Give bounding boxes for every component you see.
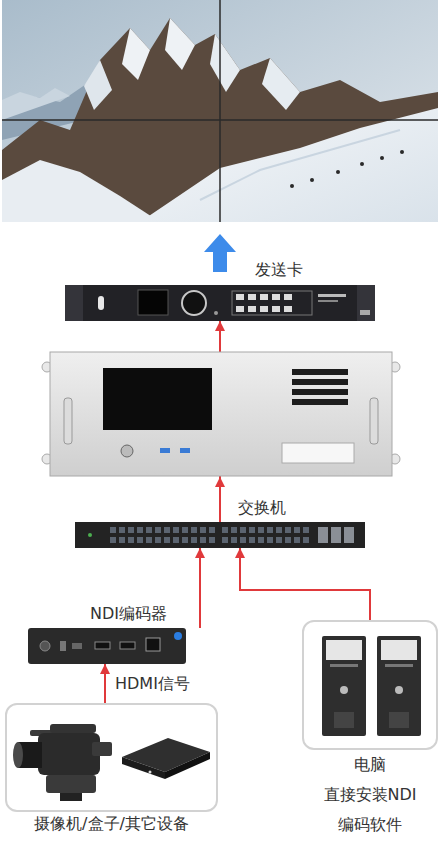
- camera-and-box: [13, 724, 210, 801]
- device-label: 发送卡: [255, 260, 303, 280]
- sending-card-device: [65, 285, 375, 321]
- device-label: NDI编码器: [90, 604, 167, 624]
- source-group: 摄像机/盒子/其它设备: [5, 703, 218, 812]
- pc-group: 电脑 直接安装NDI 编码软件: [302, 620, 438, 750]
- switch: 交换机: [75, 522, 365, 548]
- switch-device: [75, 522, 365, 548]
- signal-arrow: [199, 548, 201, 628]
- pc-towers: [322, 636, 421, 736]
- ndi-encoder-device: [28, 628, 186, 664]
- sending-card: 发送卡: [65, 285, 375, 321]
- device-label: 电脑 直接安装NDI 编码软件: [324, 750, 417, 840]
- device-label: 摄像机/盒子/其它设备: [34, 814, 189, 834]
- edge-label: HDMI信号: [113, 674, 192, 694]
- ndi-encoder: NDI编码器: [28, 628, 208, 664]
- signal-arrow: [104, 664, 106, 703]
- server-device: [42, 352, 400, 487]
- device-label: 交换机: [238, 498, 286, 518]
- signal-arrow: [240, 548, 370, 620]
- output-arrow: [204, 234, 236, 272]
- video-wall: [2, 0, 438, 222]
